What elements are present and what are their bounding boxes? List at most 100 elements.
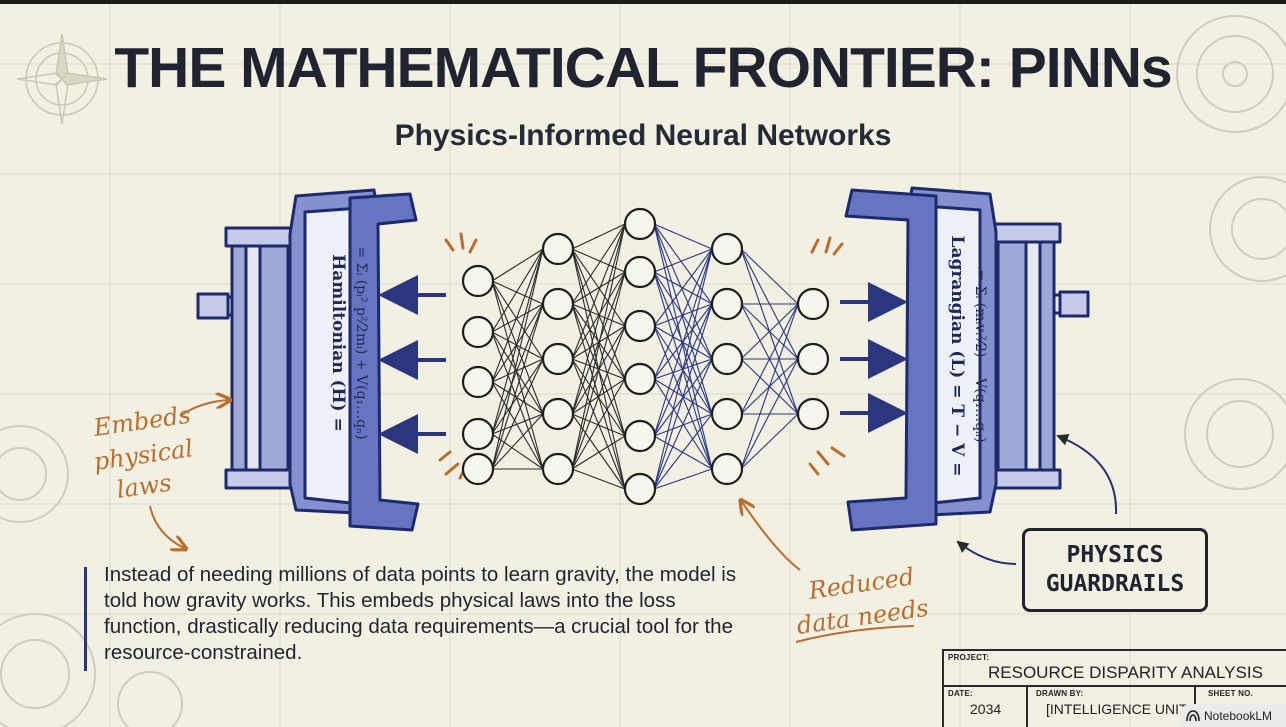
network-node	[541, 287, 575, 321]
network-node	[541, 232, 575, 266]
network-edge	[491, 331, 544, 360]
spark-lines	[438, 232, 846, 480]
network-node	[461, 315, 495, 349]
network-edge	[653, 248, 713, 437]
network-node	[710, 397, 744, 431]
network-edge	[491, 303, 544, 333]
network-edge	[571, 271, 626, 415]
notebooklm-label: NotebookLM	[1204, 709, 1273, 723]
network-edge	[653, 223, 713, 250]
network-edge	[571, 271, 626, 470]
lagrangian-formula-line1: Lagrangian (L) = T − V =	[947, 235, 967, 476]
network-edge	[571, 223, 626, 360]
network-node	[710, 287, 744, 321]
physics-guardrails-box: PHYSICS GUARDRAILS	[1022, 528, 1208, 612]
network-node	[710, 342, 744, 376]
title-block: PROJECT: RESOURCE DISPARITY ANALYSIS DAT…	[942, 649, 1286, 727]
network-node	[623, 472, 657, 506]
network-node	[623, 255, 657, 289]
body-text: Instead of needing millions of data poin…	[104, 563, 737, 664]
network-node	[461, 417, 495, 451]
network-node	[623, 207, 657, 241]
network-node	[710, 232, 744, 266]
date-label: DATE:	[948, 689, 973, 698]
network-node	[796, 342, 830, 376]
guardrail-pointers	[956, 434, 1118, 565]
compass-icon	[16, 33, 108, 125]
network-node	[623, 362, 657, 396]
network-node	[461, 452, 495, 486]
network-node	[541, 397, 575, 431]
notebooklm-badge[interactable]: NotebookLM	[1180, 704, 1286, 727]
pinn-diagram: Hamiltonian (H) = = Σᵢ (pᵢ² p²⁄2mᵢ) + V(…	[91, 186, 1118, 643]
embeds-annotation: Embeds physical laws	[91, 400, 228, 548]
network-edge	[653, 303, 713, 490]
network-edge	[653, 358, 713, 490]
title-block-date: DATE: 2034	[944, 687, 1028, 727]
left-clamp	[196, 188, 420, 532]
network-edge	[491, 413, 544, 470]
network-node	[623, 309, 657, 343]
embeds-label-line3: laws	[115, 469, 173, 504]
gear-icon	[0, 15, 1286, 727]
network-edge	[491, 358, 544, 435]
network-edge	[740, 303, 799, 415]
network-edge	[571, 248, 626, 273]
network-edge	[491, 248, 544, 333]
network-edge	[653, 223, 713, 415]
right-arrows	[840, 282, 908, 433]
network-edge	[740, 248, 799, 305]
title-block-sheet: SHEET NO.	[1196, 687, 1286, 727]
network-edge	[491, 248, 544, 282]
network-edge	[571, 378, 626, 470]
network-edge	[653, 248, 713, 380]
network-node	[541, 452, 575, 486]
drawn-label: DRAWN BY:	[1036, 689, 1084, 698]
network-edge	[491, 381, 544, 470]
network-edge	[653, 248, 713, 490]
network-edge	[740, 303, 799, 360]
network-edge	[491, 413, 544, 435]
network-edge	[740, 358, 799, 470]
network-edge	[491, 280, 544, 360]
project-value: RESOURCE DISPARITY ANALYSIS	[988, 663, 1263, 682]
network-edges	[491, 223, 799, 490]
network-edge	[571, 223, 626, 305]
network-node	[710, 452, 744, 486]
network-edge	[491, 280, 544, 305]
network-edge	[653, 223, 713, 470]
network-edge	[491, 248, 544, 383]
network-nodes	[461, 207, 830, 506]
drawn-value: [INTELLIGENCE UNIT	[1046, 701, 1188, 717]
network-edge	[491, 248, 544, 435]
network-edge	[653, 248, 713, 327]
slide: THE MATHEMATICAL FRONTIER: PINNs Physics…	[0, 4, 1286, 727]
network-edge	[571, 248, 626, 380]
network-node	[461, 365, 495, 399]
project-label: PROJECT:	[948, 653, 990, 662]
title-block-project: PROJECT: RESOURCE DISPARITY ANALYSIS	[944, 651, 1286, 687]
guardrails-line1: PHYSICS	[1066, 542, 1164, 568]
left-arrows	[378, 275, 446, 454]
network-edge	[491, 303, 544, 470]
network-node	[796, 287, 830, 321]
network-node	[541, 342, 575, 376]
page-subtitle: Physics-Informed Neural Networks	[394, 119, 892, 152]
title-block-drawn: DRAWN BY: [INTELLIGENCE UNIT	[1028, 687, 1196, 727]
network-edge	[491, 303, 544, 435]
network-edge	[653, 413, 713, 490]
network-edge	[571, 435, 626, 470]
network-edge	[491, 280, 544, 415]
body-accent-bar	[84, 567, 87, 671]
page-title: THE MATHEMATICAL FRONTIER: PINNs	[114, 36, 1172, 100]
network-edge	[571, 223, 626, 415]
network-edge	[491, 358, 544, 470]
network-node	[796, 397, 830, 431]
network-edge	[571, 271, 626, 360]
network-edge	[653, 468, 713, 490]
hamiltonian-formula-line1: Hamiltonian (H) =	[328, 254, 348, 432]
lagrangian-formula-line2: = Σᵢ (mᵢvᵢ²⁄2) − V(q₁…qₙ)	[972, 269, 988, 442]
network-edge	[571, 271, 626, 305]
network-edge	[571, 223, 626, 250]
guardrails-line2: GUARDRAILS	[1045, 571, 1185, 597]
